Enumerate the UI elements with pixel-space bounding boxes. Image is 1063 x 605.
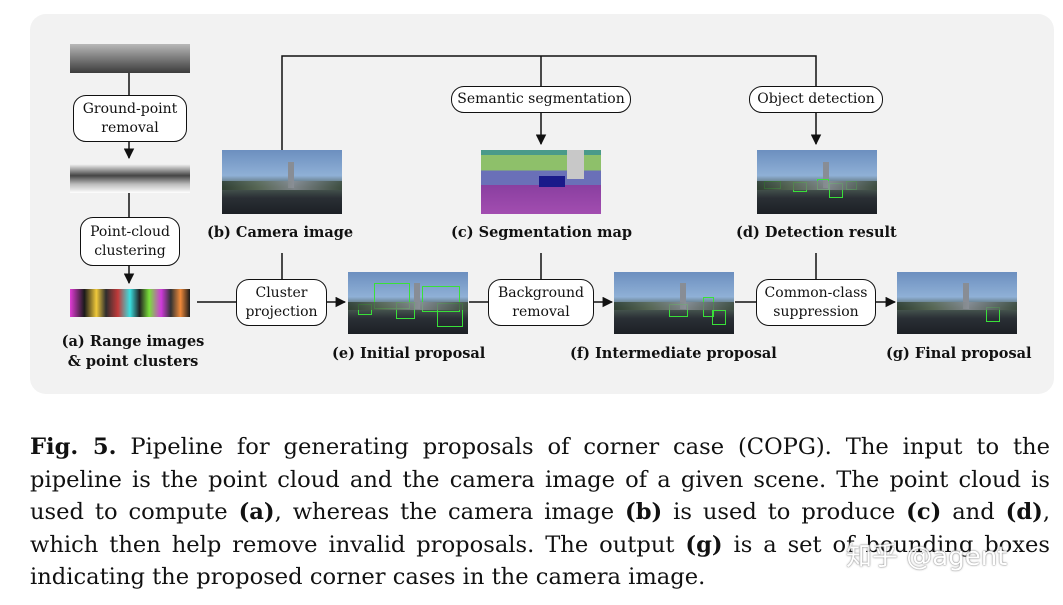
object-detection-label: Object detection (757, 91, 875, 107)
proposal-box (357, 304, 372, 315)
label-e: (e) Initial proposal (332, 345, 486, 362)
intermediate-proposal-thumbnail (614, 272, 734, 334)
final-proposal-thumbnail (897, 272, 1017, 334)
label-g: (g) Final proposal (886, 345, 1032, 362)
common-class-suppression-box: Common-class suppression (756, 279, 876, 326)
cluster-projection-box: Cluster projection (236, 279, 327, 326)
range-image-thumbnail (70, 44, 190, 73)
detection-box (764, 180, 781, 190)
detection-box (829, 183, 843, 199)
background-removal-box: Background removal (488, 279, 594, 326)
point-cloud-clustering-label: Point-cloud clustering (90, 223, 170, 259)
camera-image-thumbnail (222, 150, 342, 214)
proposal-box (436, 303, 463, 328)
proposal-box (712, 310, 727, 325)
segmentation-map-thumbnail (481, 150, 601, 214)
label-a: (a) Range images & point clusters (61, 333, 205, 370)
detection-box (845, 180, 858, 191)
edge-camera-bus (281, 55, 817, 150)
caption-fig-number: Fig. 5. (30, 434, 117, 460)
proposal-box (374, 283, 410, 309)
object-detection-box: Object detection (749, 86, 883, 113)
point-cloud-clustering-box: Point-cloud clustering (80, 217, 180, 266)
detection-box (793, 182, 807, 192)
initial-proposal-thumbnail (348, 272, 468, 334)
caption-ref: (d) (1005, 499, 1043, 525)
caption-ref: (c) (906, 499, 942, 525)
caption-text: , whereas the camera image (274, 499, 625, 525)
label-b: (b) Camera image (207, 224, 354, 241)
background-removal-label: Background removal (497, 284, 585, 320)
label-c: (c) Segmentation map (451, 224, 632, 241)
caption-text: and (941, 499, 1006, 525)
semantic-segmentation-label: Semantic segmentation (457, 91, 625, 107)
caption-ref: (g) (685, 531, 723, 558)
label-d: (d) Detection result (736, 224, 897, 241)
point-clusters-thumbnail (70, 289, 190, 317)
proposal-box (669, 304, 688, 318)
watermark: 知乎 @agent (846, 542, 1008, 572)
caption-text: is used to produce (662, 499, 907, 525)
proposal-box (985, 306, 1000, 323)
ground-removed-cloud-thumbnail (70, 164, 190, 193)
caption-text: , which then help remove invalid proposa… (30, 499, 1050, 558)
figure-caption: Fig. 5. Pipeline for generating proposal… (30, 431, 1050, 594)
caption-text: Pipeline for generating proposals of cor… (30, 434, 1050, 525)
semantic-segmentation-box: Semantic segmentation (451, 86, 631, 113)
caption-ref: (b) (625, 499, 663, 525)
proposal-box (396, 301, 415, 319)
ground-point-removal-label: Ground-point removal (82, 100, 178, 136)
caption-ref: (a) (238, 499, 275, 525)
proposal-box (422, 285, 461, 313)
detection-box (817, 179, 829, 191)
label-f: (f) Intermediate proposal (570, 345, 777, 362)
caption-text: is a set of bounding boxes indicating th… (30, 531, 1050, 591)
ground-point-removal-box: Ground-point removal (73, 95, 187, 142)
detection-result-thumbnail (757, 150, 877, 214)
common-class-suppression-label: Common-class suppression (764, 284, 868, 320)
cluster-projection-label: Cluster projection (245, 284, 318, 320)
